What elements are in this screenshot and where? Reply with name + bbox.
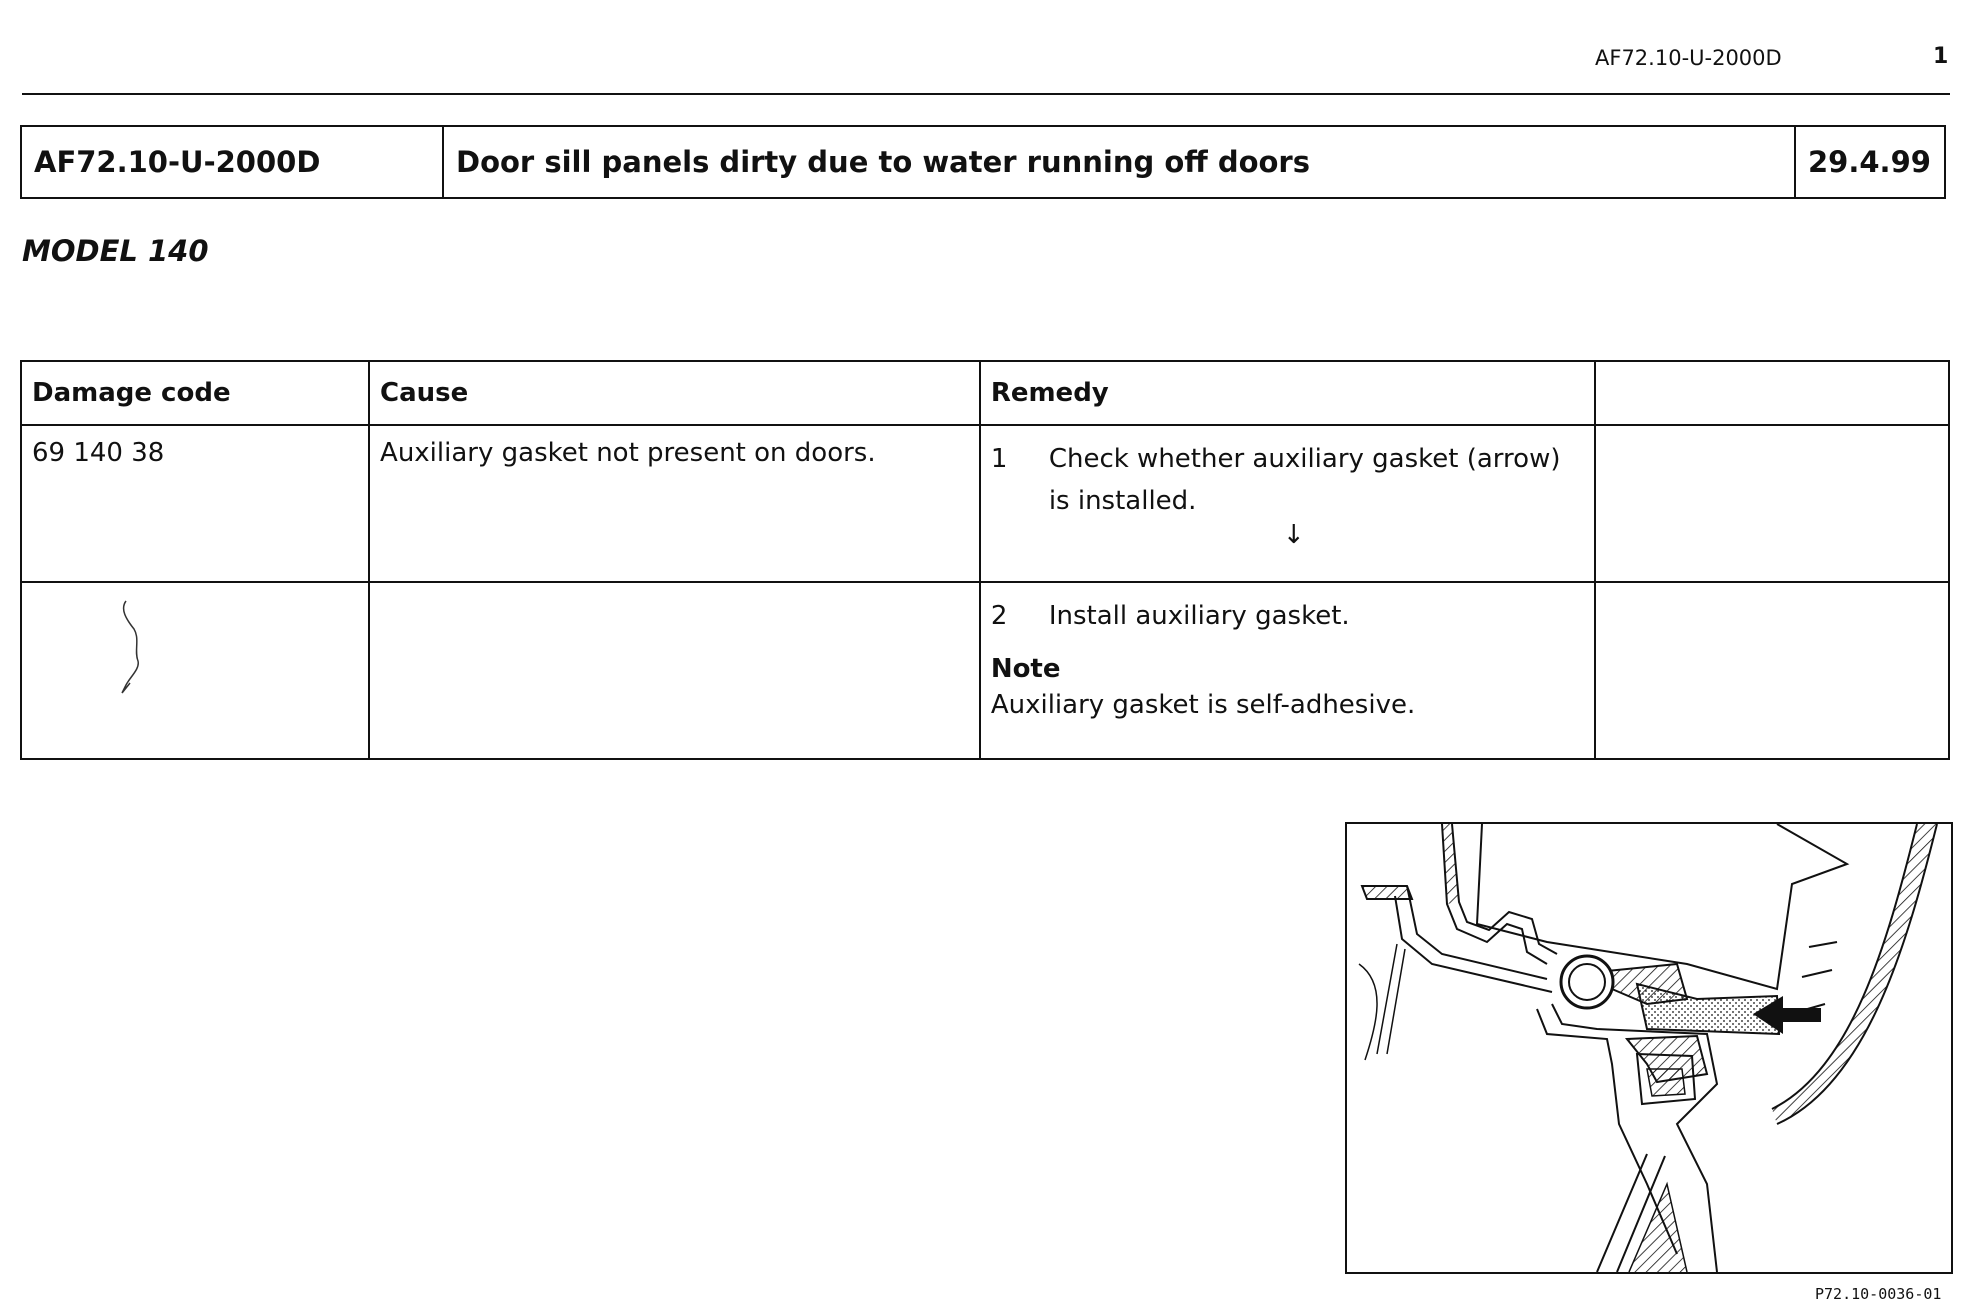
step-number: 2	[990, 601, 1008, 631]
header-rule	[22, 93, 1950, 95]
arrow-down-icon: ↓	[1282, 520, 1305, 550]
title-box: AF72.10-U-2000D Door sill panels dirty d…	[20, 125, 1946, 199]
door-sill-cross-section	[1358, 824, 1938, 1272]
remedy-step: 1 Check whether auxiliary gasket (arrow)…	[991, 438, 1584, 522]
step-number: 1	[990, 444, 1008, 474]
cause-cell: Auxiliary gasket not present on doors.	[368, 424, 981, 583]
remedy-step: 2 Install auxiliary gasket.	[991, 595, 1584, 637]
col-header-remedy: Remedy	[978, 360, 1596, 426]
step-text: Check whether auxiliary gasket (arrow) i…	[1048, 444, 1561, 516]
note-heading: Note	[990, 654, 1061, 684]
damage-code-cell: 69 140 38	[19, 424, 371, 583]
table-row: 2 Install auxiliary gasket. Note Auxilia…	[19, 581, 1951, 760]
damage-code-cell	[19, 581, 371, 760]
remedy-table: Damage code Cause Remedy 69 140 38 Auxil…	[19, 360, 1951, 760]
header-page-number: 1	[1933, 44, 1949, 69]
col-header-cause: Cause	[368, 360, 981, 426]
cause-cell	[368, 581, 981, 760]
col-header-blank	[1593, 360, 1951, 426]
remedy-cell: 1 Check whether auxiliary gasket (arrow)…	[978, 424, 1596, 583]
document-title: Door sill panels dirty due to water runn…	[442, 127, 1794, 197]
model-heading: MODEL 140	[22, 234, 209, 268]
blank-cell	[1593, 424, 1951, 583]
remedy-cell: 2 Install auxiliary gasket. Note Auxilia…	[978, 581, 1596, 760]
title-code: AF72.10-U-2000D	[34, 145, 321, 179]
step-text: Install auxiliary gasket.	[1048, 601, 1350, 631]
figure-reference: P72.10-0036-01	[1815, 1285, 1942, 1303]
gasket-arrow-icon	[1753, 996, 1821, 1034]
col-header-damage-code: Damage code	[19, 360, 371, 426]
table-row: 69 140 38 Auxiliary gasket not present o…	[19, 424, 1951, 583]
table-header-row: Damage code Cause Remedy	[19, 360, 1951, 426]
note-text: Auxiliary gasket is self-adhesive.	[990, 690, 1416, 720]
blank-cell	[1593, 581, 1951, 760]
gasket-diagram	[1345, 822, 1953, 1274]
title-date: 29.4.99	[1794, 127, 1944, 197]
handwritten-mark	[121, 600, 139, 694]
header-doc-code: AF72.10-U-2000D	[1595, 46, 1782, 70]
